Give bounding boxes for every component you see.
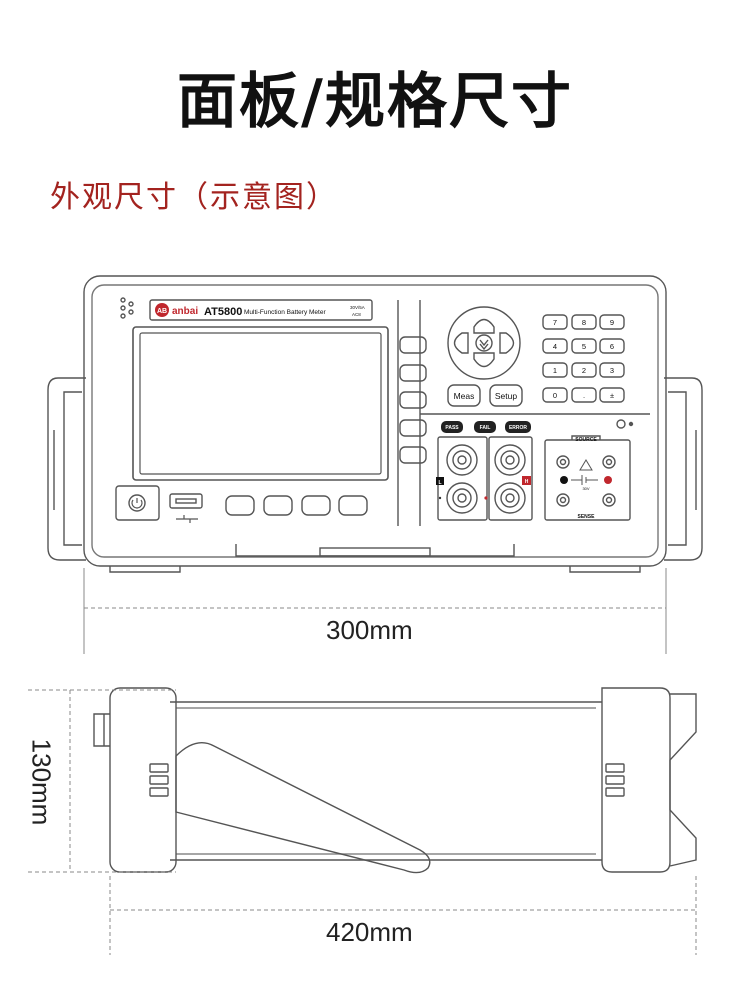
error-indicator bbox=[505, 421, 531, 433]
softkey-3[interactable] bbox=[399, 391, 427, 409]
dpad-down-arrow-icon[interactable] bbox=[473, 352, 495, 368]
model-description: Multi-Function Battery Meter bbox=[244, 309, 326, 316]
key-2-label: 2 bbox=[582, 366, 586, 375]
fail-indicator bbox=[474, 421, 496, 433]
softkey-5[interactable] bbox=[399, 446, 427, 464]
source-sense-panel bbox=[544, 439, 631, 521]
key-7-label: 7 bbox=[553, 318, 557, 327]
left-handle bbox=[47, 377, 86, 561]
key-1-label: 1 bbox=[553, 366, 557, 375]
voltage-label: 30V bbox=[582, 486, 589, 491]
key-8[interactable] bbox=[571, 314, 597, 330]
softkey-4[interactable] bbox=[399, 419, 427, 437]
key-4[interactable] bbox=[542, 338, 568, 354]
speaker-grille bbox=[120, 297, 134, 319]
dpad-right-arrow-icon[interactable] bbox=[499, 332, 515, 354]
function-key-2[interactable] bbox=[263, 495, 293, 516]
key-8-label: 8 bbox=[582, 318, 586, 327]
model-name: AT5800 bbox=[204, 306, 242, 318]
meas-label: Meas bbox=[454, 391, 475, 401]
key-plusminus[interactable] bbox=[599, 387, 625, 403]
warning-icon bbox=[579, 459, 593, 471]
low-terminal-top[interactable] bbox=[446, 444, 478, 476]
navigation-dpad[interactable] bbox=[447, 306, 521, 380]
dpad-up-arrow-icon[interactable] bbox=[473, 318, 495, 334]
side-body bbox=[170, 701, 602, 861]
key-dot-label: . bbox=[583, 391, 585, 400]
page-subtitle: 外观尺寸（示意图） bbox=[50, 180, 338, 215]
instrument-housing bbox=[83, 275, 667, 567]
key-dot[interactable] bbox=[571, 387, 597, 403]
key-3-label: 3 bbox=[610, 366, 614, 375]
pass-indicator bbox=[441, 421, 463, 433]
battery-symbol-icon bbox=[571, 475, 598, 485]
power-icon bbox=[131, 498, 143, 509]
key-5-label: 5 bbox=[582, 342, 586, 351]
height-dimension-label: 130mm bbox=[26, 738, 57, 826]
lcd-screen bbox=[132, 326, 389, 481]
power-button[interactable] bbox=[128, 494, 146, 512]
front-bezel-profile bbox=[109, 687, 177, 873]
page-title: 面板/规格尺寸 bbox=[177, 67, 573, 137]
key-9[interactable] bbox=[599, 314, 625, 330]
pass-label: PASS bbox=[445, 425, 459, 431]
key-7[interactable] bbox=[542, 314, 568, 330]
setup-label: Setup bbox=[495, 391, 517, 401]
key-plusminus-label: ± bbox=[610, 391, 614, 400]
key-0[interactable] bbox=[542, 387, 568, 403]
right-handle bbox=[664, 377, 703, 561]
rear-panel-profile bbox=[601, 687, 671, 873]
high-terminal-top[interactable] bbox=[494, 444, 526, 476]
spec-line-1: 30V/5A bbox=[350, 305, 365, 310]
low-terminal-bottom[interactable] bbox=[446, 482, 478, 514]
spec-line-2: AC8 bbox=[352, 312, 361, 317]
brand-name: anbai bbox=[172, 306, 198, 317]
numeric-keypad bbox=[542, 314, 625, 403]
sense-label: SENSE bbox=[578, 514, 596, 520]
low-terminal-marker bbox=[436, 477, 444, 485]
source-label: SOURCE bbox=[575, 437, 597, 443]
key-5[interactable] bbox=[571, 338, 597, 354]
key-6[interactable] bbox=[599, 338, 625, 354]
key-0-label: 0 bbox=[553, 391, 557, 400]
key-2[interactable] bbox=[571, 362, 597, 378]
function-key-1[interactable] bbox=[225, 495, 255, 516]
width-dimension-label: 300mm bbox=[326, 615, 413, 645]
brand-badge-text: AB bbox=[157, 308, 167, 315]
key-9-label: 9 bbox=[610, 318, 614, 327]
high-terminal-bottom[interactable] bbox=[494, 482, 526, 514]
low-terminal-label: L bbox=[438, 480, 441, 486]
side-view bbox=[28, 687, 697, 955]
usb-icon bbox=[176, 515, 198, 523]
setup-button[interactable] bbox=[489, 384, 523, 407]
dpad-enter-button[interactable] bbox=[475, 334, 493, 352]
high-terminal-marker bbox=[522, 476, 531, 485]
front-view bbox=[47, 275, 703, 654]
function-key-3[interactable] bbox=[301, 495, 331, 516]
fail-label: FAIL bbox=[480, 425, 491, 431]
error-label: ERROR bbox=[509, 425, 527, 431]
function-key-4[interactable] bbox=[338, 495, 368, 516]
key-3[interactable] bbox=[599, 362, 625, 378]
key-6-label: 6 bbox=[610, 342, 614, 351]
meas-button[interactable] bbox=[447, 384, 481, 407]
high-terminal-label: H bbox=[525, 479, 529, 485]
softkey-2[interactable] bbox=[399, 364, 427, 382]
brand-logo-badge bbox=[155, 303, 169, 317]
softkey-1[interactable] bbox=[399, 336, 427, 354]
key-4-label: 4 bbox=[553, 342, 557, 351]
key-1[interactable] bbox=[542, 362, 568, 378]
tilt-handle bbox=[175, 742, 431, 874]
depth-dimension-label: 420mm bbox=[326, 917, 413, 947]
dpad-left-arrow-icon[interactable] bbox=[453, 332, 469, 354]
usb-port[interactable] bbox=[169, 493, 203, 509]
